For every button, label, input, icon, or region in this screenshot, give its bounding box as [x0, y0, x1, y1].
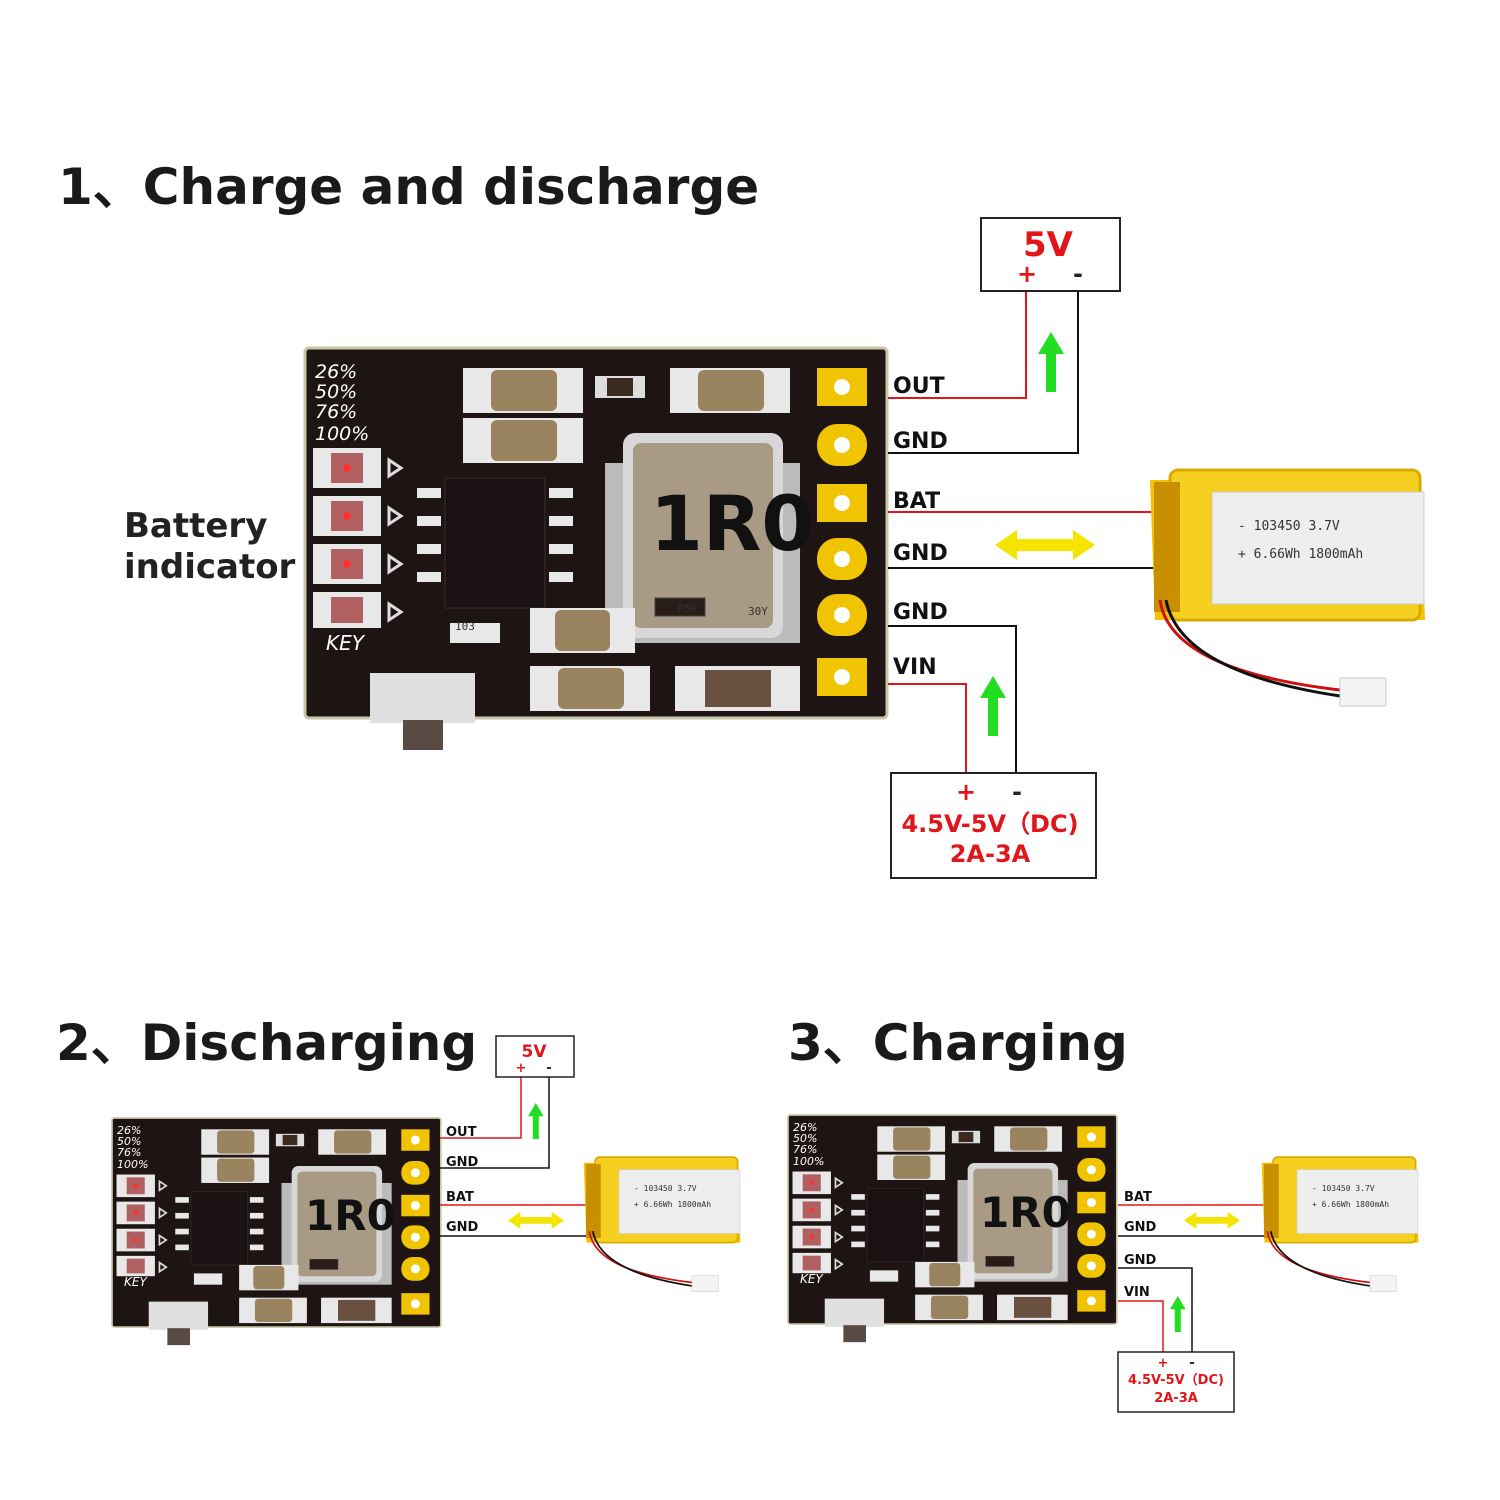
svg-text:+ 6.66Wh 1800mAh: + 6.66Wh 1800mAh — [634, 1200, 711, 1209]
output-arrow-icon — [1038, 332, 1064, 392]
output-voltage: 5V — [1023, 225, 1074, 265]
s3-pin-label-gnd-3: GND — [1124, 1253, 1157, 1268]
inductor-label: 1R0 — [650, 479, 814, 568]
input-current: 2A-3A — [950, 840, 1031, 868]
battery-exchange-arrow-icon — [995, 530, 1095, 560]
section1-title: 1、Charge and discharge — [58, 158, 759, 216]
pin-label-gnd-1: GND — [893, 429, 948, 454]
svg-text:-: - — [546, 1061, 551, 1076]
inductor-label: 1R0 — [305, 1191, 396, 1240]
inductor-label: 1R0 — [980, 1188, 1071, 1237]
svg-text:KEY: KEY — [800, 1272, 824, 1286]
svg-text:100%: 100% — [793, 1155, 824, 1168]
led-label-100: 100% — [315, 423, 369, 445]
pin-label-gnd-3: GND — [893, 600, 948, 625]
section3-board: 26% 50% 76% 100% KEY 1R0 — [787, 1114, 1118, 1343]
led-label-76: 76% — [315, 401, 357, 423]
svg-text:2A-3A: 2A-3A — [1154, 1391, 1198, 1406]
section2-title: 2、Discharging — [56, 1014, 477, 1072]
s3-battery-arrow-icon — [1184, 1212, 1240, 1229]
svg-text:76%: 76% — [793, 1143, 817, 1156]
s2-pin-label-gnd-2: GND — [446, 1220, 479, 1235]
section1-input-box: + - 4.5V-5V（DC) 2A-3A — [890, 772, 1097, 879]
pin-label-vin: VIN — [893, 655, 937, 680]
pin-label-bat: BAT — [893, 489, 940, 514]
section1-output-box: 5V + - — [980, 217, 1121, 292]
svg-text:+ 6.66Wh 1800mAh: + 6.66Wh 1800mAh — [1312, 1200, 1389, 1209]
small-label-f50: F50 — [678, 604, 696, 615]
section2-wires — [440, 1077, 590, 1237]
input-minus: - — [1012, 778, 1022, 806]
pin-label-gnd-2: GND — [893, 541, 948, 566]
input-voltage: 4.5V-5V（DC) — [901, 810, 1078, 838]
battery-indicator-label-line2: indicator — [124, 547, 296, 587]
s3-pin-label-vin: VIN — [1124, 1285, 1150, 1300]
svg-text:50%: 50% — [117, 1135, 141, 1148]
battery-label-line1: - 103450 3.7V — [1238, 519, 1340, 534]
battery-indicator-label-line1: Battery — [124, 506, 267, 546]
svg-text:- 103450 3.7V: - 103450 3.7V — [634, 1184, 697, 1193]
svg-text:+: + — [1158, 1356, 1169, 1371]
svg-text:4.5V-5V（DC): 4.5V-5V（DC) — [1128, 1372, 1224, 1388]
section3-wires — [1118, 1204, 1268, 1352]
section3-title: 3、Charging — [788, 1014, 1128, 1072]
resistor-label: 103 — [455, 620, 475, 633]
section3-battery: - 103450 3.7V + 6.66Wh 1800mAh — [1260, 1156, 1420, 1293]
s2-pin-label-gnd-1: GND — [446, 1155, 479, 1170]
s3-input-arrow-icon — [1170, 1296, 1186, 1332]
s2-output-arrow-icon — [528, 1103, 544, 1139]
svg-text:5V: 5V — [522, 1042, 548, 1062]
output-plus: + — [1017, 260, 1037, 288]
svg-text:-: - — [1189, 1356, 1194, 1371]
output-minus: - — [1073, 260, 1083, 288]
input-arrow-icon — [980, 676, 1006, 736]
small-label-30y: 30Y — [748, 605, 768, 618]
s3-pin-label-gnd-2: GND — [1124, 1220, 1157, 1235]
svg-text:26%: 26% — [793, 1121, 817, 1134]
led-label-26: 26% — [315, 361, 357, 383]
led-label-50: 50% — [315, 381, 357, 403]
section2-board: 26% 50% 76% 100% KEY 1R0 — [111, 1117, 442, 1346]
section3-input-box: + - 4.5V-5V（DC) 2A-3A — [1117, 1351, 1235, 1413]
key-label: KEY — [326, 631, 366, 655]
svg-text:- 103450 3.7V: - 103450 3.7V — [1312, 1184, 1375, 1193]
svg-text:KEY: KEY — [124, 1275, 148, 1289]
svg-text:26%: 26% — [117, 1124, 141, 1137]
s2-pin-label-out: OUT — [446, 1125, 477, 1140]
svg-text:+: + — [516, 1061, 527, 1076]
section1-battery: - 103450 3.7V + 6.66Wh 1800mAh — [1148, 468, 1427, 708]
section1-board: 26% 50% 76% 100% KEY 1R0 103 F50 30Y — [303, 346, 889, 752]
s2-battery-arrow-icon — [508, 1212, 564, 1229]
svg-text:50%: 50% — [793, 1132, 817, 1145]
section2-battery: - 103450 3.7V + 6.66Wh 1800mAh — [582, 1156, 742, 1293]
svg-text:76%: 76% — [117, 1146, 141, 1159]
s2-pin-label-bat: BAT — [446, 1190, 474, 1205]
s3-pin-label-bat: BAT — [1124, 1190, 1152, 1205]
input-plus: + — [956, 778, 976, 806]
section2-output-box: 5V + - — [495, 1035, 575, 1078]
battery-label-line2: + 6.66Wh 1800mAh — [1238, 547, 1363, 562]
section1-wires — [888, 290, 1160, 772]
svg-text:100%: 100% — [117, 1158, 148, 1171]
pin-label-out: OUT — [893, 374, 945, 399]
